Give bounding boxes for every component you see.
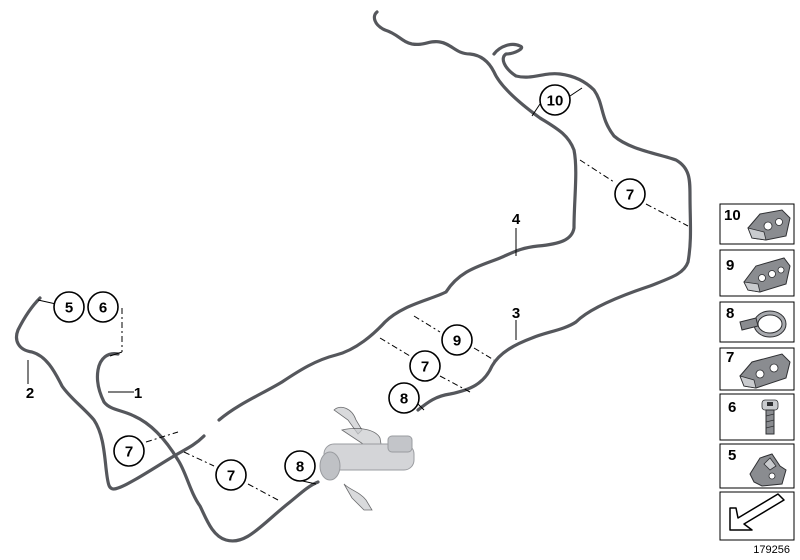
label-2[interactable]: 2 [26,385,34,402]
bracket-clip-icon [749,453,787,487]
callout-5-left[interactable]: 5 [53,291,85,323]
part-labels: 4 3 2 1 [26,211,521,402]
label-1[interactable]: 1 [134,385,142,402]
svg-text:6: 6 [728,399,736,416]
callout-7-mid[interactable]: 7 [409,350,441,382]
pipe-4 [217,10,578,422]
pipe-clip-icon [739,353,791,389]
callout-8-mid[interactable]: 8 [388,382,420,414]
svg-text:10: 10 [724,207,741,224]
legend-item-7[interactable]: 7 [719,347,795,391]
svg-text:7: 7 [227,468,235,485]
svg-text:5: 5 [728,447,736,464]
pipe-2 [14,296,206,491]
socket-head-screw-icon [761,399,779,435]
callout-6-left[interactable]: 6 [87,291,119,323]
callout-7-lower-mid[interactable]: 7 [215,459,247,491]
pipe-3 [416,42,693,412]
legend-item-9[interactable]: 9 [719,249,795,297]
pipe-1 [95,352,320,543]
callout-10-top[interactable]: 10 [539,84,571,116]
reference-number: 179256 [753,544,790,556]
washer-nozzle-assembly [319,406,415,511]
legend-item-5[interactable]: 5 [719,443,795,489]
legend-item-10[interactable]: 10 [719,203,795,245]
label-3[interactable]: 3 [512,305,520,322]
legend-footer-arrow [719,491,795,541]
callout-8-lower[interactable]: 8 [284,450,316,482]
triple-pipe-clip-icon [743,257,791,293]
svg-text:7: 7 [626,187,634,204]
callout-7-lower-left[interactable]: 7 [113,435,145,467]
svg-text:8: 8 [400,391,408,408]
svg-text:7: 7 [125,444,133,461]
svg-text:6: 6 [99,300,107,317]
label-4[interactable]: 4 [512,211,521,228]
leader-lines [27,87,689,501]
arrow-icon [729,493,785,531]
svg-text:8: 8 [296,459,304,476]
callout-7-upper-right[interactable]: 7 [614,178,646,210]
parts-legend: 10 9 8 [719,203,795,541]
callouts: 10 7 5 6 9 7 8 7 [53,84,646,491]
hose-clamp-icon [739,310,787,338]
svg-text:9: 9 [453,333,461,350]
svg-text:5: 5 [65,300,73,317]
legend-item-6[interactable]: 6 [719,393,795,441]
legend-item-8[interactable]: 8 [719,301,795,343]
pipe-lines [14,10,693,543]
svg-text:10: 10 [547,93,564,110]
svg-text:9: 9 [726,257,734,274]
svg-text:8: 8 [726,305,734,322]
svg-text:7: 7 [421,359,429,376]
double-pipe-clip-icon [747,209,791,241]
svg-text:7: 7 [726,349,734,366]
callout-9-mid[interactable]: 9 [441,324,473,356]
